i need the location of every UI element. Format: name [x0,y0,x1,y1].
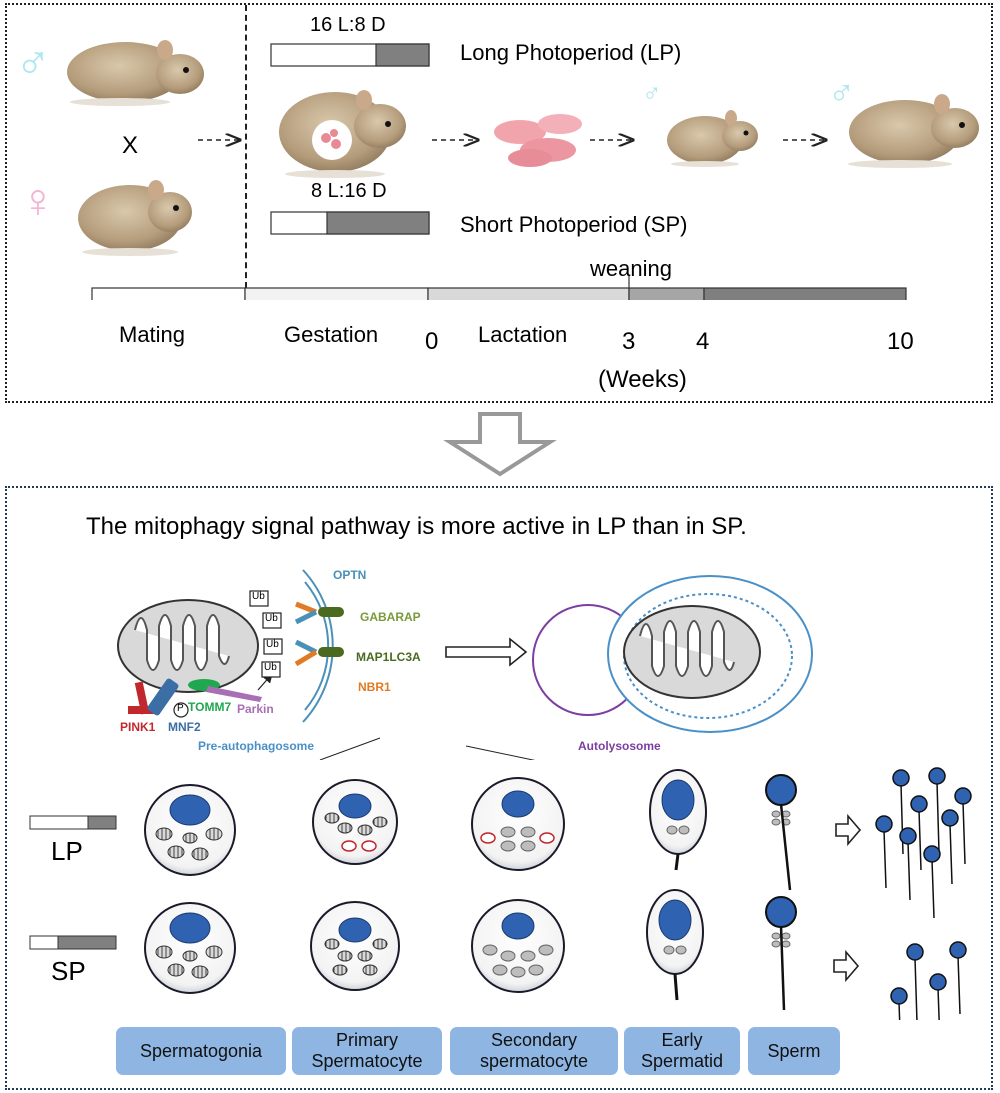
autolysosome-label: Autolysosome [578,739,661,753]
pink1-base [128,706,160,714]
adaptor-map1lc3a [294,639,344,667]
ub-box-2 [262,612,282,629]
female-hamster [78,180,192,256]
stage-secondary-spermatocyte: Secondary spermatocyte [450,1027,618,1075]
weeks-unit: (Weeks) [598,366,687,393]
sp-early-spermatid [646,889,704,1001]
stage-spermatogonia: Spermatogonia [116,1027,286,1075]
engulfed-mitochondrion [623,605,761,699]
sp-sperm [765,896,797,1011]
sp-row-bar [29,935,117,950]
mitochondrion [117,599,259,693]
lp-sperm [765,774,797,891]
ub-label-4: Ub [264,662,277,673]
ub-box-1 [249,590,269,607]
adaptor-gabarap [294,601,344,625]
mating-divider [245,5,247,288]
gabarap-label: GABARAP [360,610,421,624]
sp-photoperiod-bar [270,211,430,235]
timeline-gestation [244,287,429,300]
timeline-mating [91,287,246,300]
pink1-label: PINK1 [120,720,156,734]
mitophagy-title: The mitophagy signal pathway is more act… [86,513,747,540]
phagophore-inner [304,581,330,711]
tick-4: 4 [696,328,710,355]
lp-sperm-group [875,767,972,919]
sp-row-label: SP [51,956,86,986]
sp-secondary-spermatocyte [471,899,565,993]
weaning-label: weaning [590,256,672,281]
timeline-weeks-4-10 [703,287,907,300]
phosphate-label: P [177,703,184,714]
pregnant-hamster [279,90,406,178]
cross-symbol: X [122,132,139,159]
ubiquitin-boxes [249,590,283,678]
mnf2-protein [147,678,179,716]
tomm7-label: TOMM7 [188,700,232,714]
timeline-weeks-3-4 [628,287,705,300]
phosphate-circle [173,702,189,718]
phase-mating: Mating [119,322,186,347]
nbr1-label: NBR1 [358,680,391,694]
phase-lactation: Lactation [478,322,568,347]
male-symbol: ♂ [15,37,51,90]
lp-name: Long Photoperiod (LP) [460,40,682,65]
stage-early-spermatid: Early Spermatid [624,1027,740,1075]
pointer-line-2 [465,745,536,760]
mitophagy-panel [5,486,993,1090]
male-hamster [67,40,204,106]
sp-name: Short Photoperiod (SP) [460,212,688,237]
lp-row-bar [29,815,117,830]
lp-photoperiod-bar [270,43,430,67]
pathway-arrow [445,637,528,667]
sp-primary-spermatocyte [310,901,400,991]
lp-sperm-arrow [835,813,862,847]
tick-3: 3 [622,328,636,355]
weanling-hamster [667,110,758,167]
experimental-design-panel [5,3,993,403]
lp-primary-spermatocyte [312,779,398,865]
pre-autophagosome-label: Pre-autophagosome [198,739,315,753]
ub-box-3 [263,638,283,655]
lp-secondary-spermatocyte [471,777,565,871]
phagophore-outer [302,569,334,723]
ub-label-2: Ub [265,613,278,624]
tick-10: 10 [887,328,914,355]
stage-sperm: Sperm [748,1027,840,1075]
adult-offspring-hamster [848,94,979,168]
female-symbol: ♀ [20,175,56,228]
lp-spermatogonia [144,784,236,876]
ub-label-1: Ub [252,591,265,602]
lp-row-label: LP [51,836,83,866]
ub-box-4 [261,661,281,678]
down-arrow [443,412,557,477]
lp-schedule: 16 L:8 D [310,14,386,36]
parkin-protein [206,686,262,702]
parkin-label: Parkin [237,702,274,716]
stage-primary-spermatocyte: Primary Spermatocyte [292,1027,442,1075]
offspring-male-symbol-small: ♂ [642,78,662,108]
offspring-male-symbol-large: ♂ [828,72,855,113]
timeline-bar [91,276,907,300]
sp-sperm-arrow [833,949,860,983]
sp-schedule: 8 L:16 D [311,180,387,202]
sp-sperm-group [890,941,967,1020]
design-illustrations [67,40,979,300]
lp-early-spermatid [649,769,707,871]
map1lc3a-label: MAP1LC3A [356,650,421,664]
newborn-pups [494,114,582,167]
pointer-line-1 [319,737,381,760]
spermatogenesis-diagram [29,767,972,1020]
mitophagy-pathway-diagram [117,569,813,760]
timeline-lactation [427,287,630,300]
tick-0: 0 [425,328,439,355]
sp-spermatogonia [144,902,236,994]
phase-gestation: Gestation [284,322,379,347]
mnf2-label: MNF2 [168,720,201,734]
optn-label: OPTN [333,568,367,582]
ub-label-3: Ub [266,639,279,650]
